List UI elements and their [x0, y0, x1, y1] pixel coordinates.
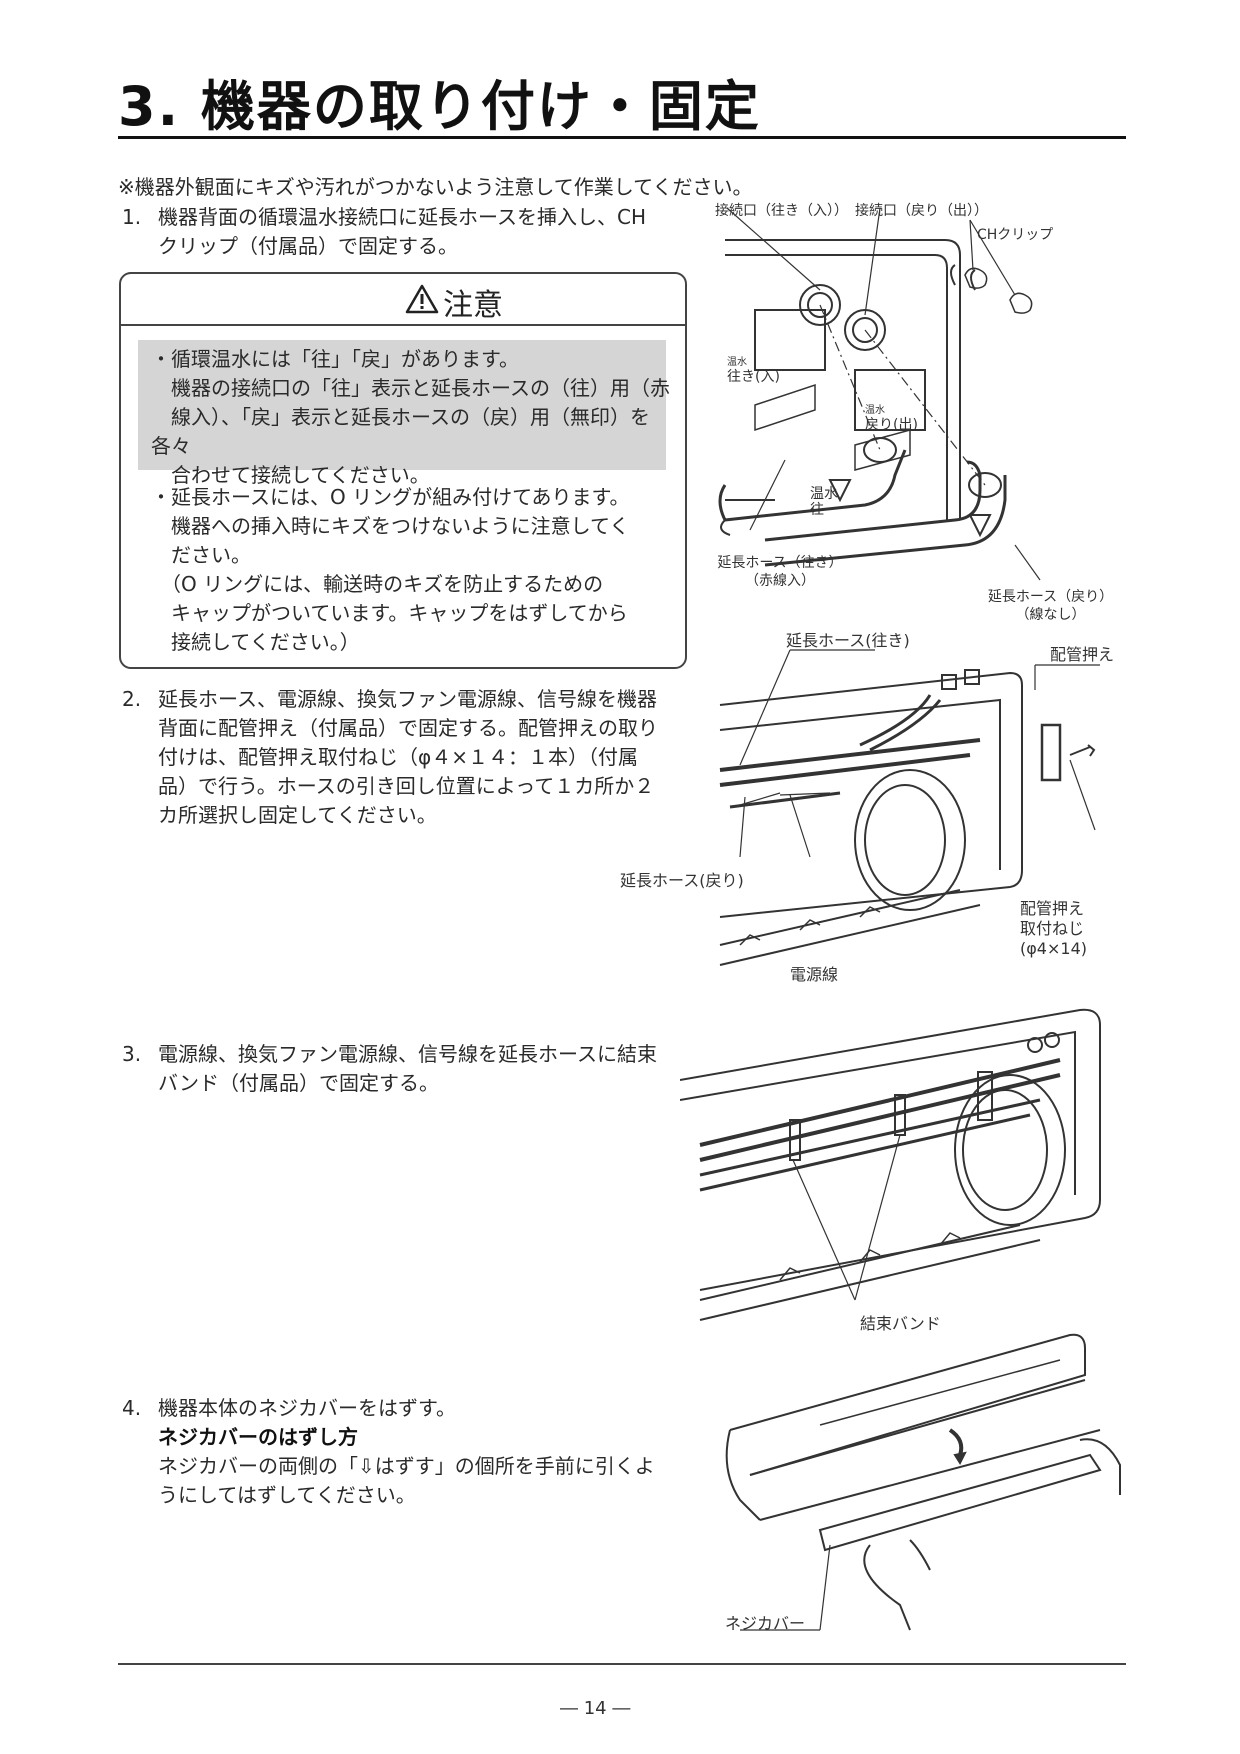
- label-screw-cover: ネジカバー: [725, 1614, 806, 1633]
- step-number: 4.: [122, 1396, 142, 1420]
- step-text: 電源線、換気ファン電源線、信号線を延長ホースに結束 バンド（付属品）で固定する。: [158, 1042, 657, 1095]
- caution-bullet-1: ・循環温水には「往」「戻」があります。 機器の接続口の「往」表示と延長ホースの（…: [151, 347, 670, 487]
- figure-cable-ties: 結束バンド: [679, 1000, 1150, 1345]
- label-cable-tie: 結束バンド: [860, 1314, 941, 1333]
- label-power-line: 電源線: [790, 965, 839, 984]
- general-note: ※機器外観面にキズや汚れがつかないよう注意して作業してください。: [118, 175, 753, 199]
- step-2: 2. 延長ホース、電源線、換気ファン電源線、信号線を機器 背面に配管押え（付属品…: [122, 685, 687, 835]
- step-text: 機器背面の循環温水接続口に延長ホースを挿入し、CH クリップ（付属品）で固定する…: [158, 205, 647, 258]
- step-text: 機器本体のネジカバーをはずす。: [158, 1396, 456, 1420]
- label-port-return: 接続口（戻り（出））: [855, 203, 988, 219]
- step-4-subheading: ネジカバーのはずし方: [158, 1425, 358, 1449]
- label-hose-mark: 温水 往: [810, 486, 838, 518]
- cable-ties-illustration: [679, 1008, 1101, 1321]
- label-port-out: 接続口（往き（入））: [715, 203, 848, 219]
- label-pipe-clamp: 配管押え: [1050, 645, 1115, 664]
- page-number: ― 14 ―: [560, 1698, 631, 1719]
- step-number: 2.: [122, 687, 142, 711]
- label-hose-out: 延長ホース(往き): [786, 631, 910, 650]
- warning-triangle-icon: [405, 284, 439, 314]
- screw-cover-illustration: [725, 1333, 1121, 1631]
- figure-pipe-clamp: 延長ホース(往き) 配管押え 延長ホース(戻り) 配管押え 取付ねじ (φ4×1…: [620, 631, 1130, 990]
- label-hose-return: 延長ホース（戻り） （線なし）: [987, 589, 1114, 623]
- label-mark-return: 戻り(出): [865, 417, 918, 433]
- label-clamp-screw: 配管押え 取付ねじ (φ4×14): [1020, 899, 1087, 958]
- pipe-clamp-illustration: [719, 649, 1100, 966]
- label-ch-clip: CHクリップ: [977, 227, 1054, 243]
- step-3: 3. 電源線、換気ファン電源線、信号線を延長ホースに結束 バンド（付属品）で固定…: [122, 1040, 687, 1100]
- label-mark-return-small: 温水: [865, 405, 885, 416]
- hose-connection-illustration: [718, 207, 1041, 581]
- step-1: 1. 機器背面の循環温水接続口に延長ホースを挿入し、CH クリップ（付属品）で固…: [122, 203, 687, 263]
- step-number: 1.: [122, 205, 142, 229]
- figure-screw-cover: ネジカバー: [720, 1330, 1130, 1650]
- step-4-detail: ネジカバーの両側の「⇩はずす」の個所を手前に引くよ うにしてはずしてください。: [158, 1454, 655, 1507]
- page-title: 3. 機器の取り付け・固定: [118, 75, 761, 138]
- step-text: 延長ホース、電源線、換気ファン電源線、信号線を機器 背面に配管押え（付属品）で固…: [158, 687, 658, 827]
- footer-rule: [118, 1663, 1126, 1665]
- title-rule: [118, 136, 1126, 139]
- caution-header: 注意: [121, 274, 685, 326]
- step-number: 3.: [122, 1042, 142, 1066]
- caution-bullet-2: ・延長ホースには、O リングが組み付けてあります。 機器への挿入時にキズをつけな…: [151, 485, 630, 654]
- caution-box: 注意 ・循環温水には「往」「戻」があります。 機器の接続口の「往」表示と延長ホー…: [119, 272, 687, 669]
- caution-highlight: [138, 340, 666, 470]
- step-4: 4. 機器本体のネジカバーをはずす。 ネジカバーのはずし方 ネジカバーの両側の「…: [122, 1394, 687, 1514]
- label-hose-out: 延長ホース（往き） （赤線入）: [717, 555, 843, 589]
- label-mark-out: 往き(入): [727, 369, 780, 385]
- label-hose-return: 延長ホース(戻り): [620, 871, 744, 890]
- figure-hose-connection: 接続口（往き（入）） 接続口（戻り（出）） CHクリップ 温水 往き(入) 温水…: [715, 200, 1125, 630]
- label-mark-out-small: 温水: [727, 357, 747, 368]
- caution-title: 注意: [443, 288, 503, 323]
